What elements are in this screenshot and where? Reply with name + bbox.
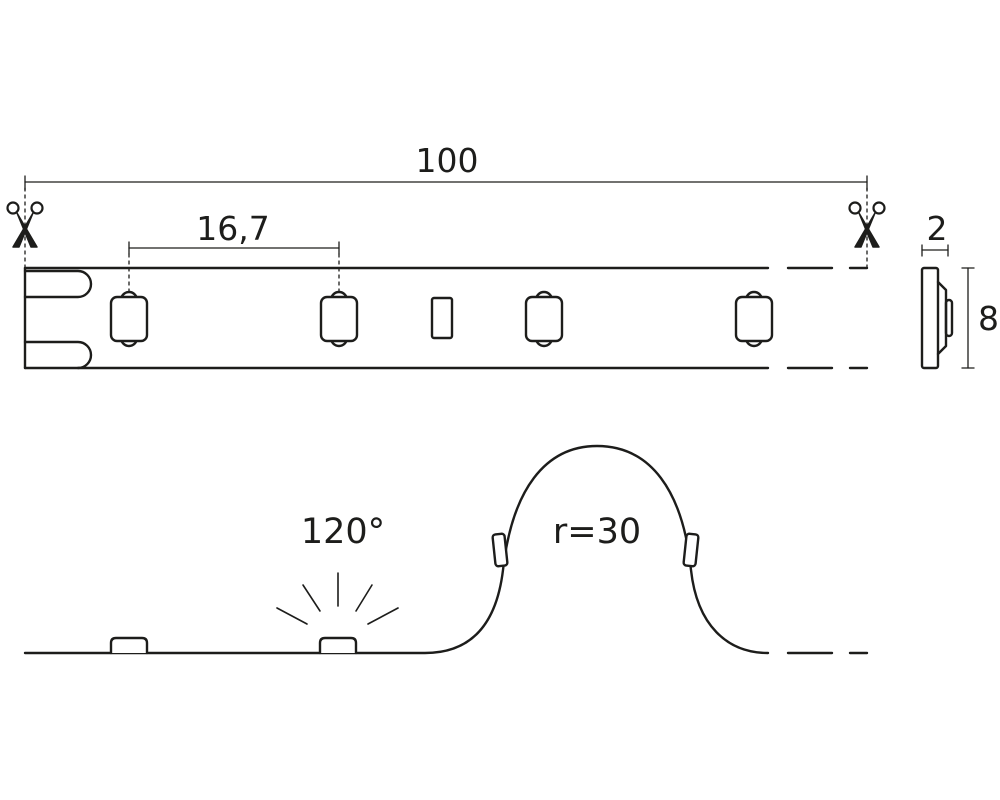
scissors-icon: [6, 201, 44, 248]
pitch-extension-lines: [128, 253, 340, 295]
led-side: [318, 636, 358, 655]
strip-bend-view: [23, 444, 869, 655]
width-label: 8: [978, 299, 999, 338]
pitch-dimension: [128, 241, 340, 255]
led-side-bent: [682, 532, 700, 568]
scissors-icon: [848, 201, 886, 248]
bend-radius-label: r=30: [552, 512, 642, 552]
led-top: [109, 290, 149, 348]
led-side-bent: [491, 532, 509, 568]
led-top: [734, 290, 774, 348]
width-dimension: [961, 267, 975, 369]
thickness-dimension: [921, 244, 949, 257]
length-label: 100: [415, 141, 479, 180]
thickness-label: 2: [926, 209, 948, 248]
led-top: [524, 290, 564, 348]
beam-angle-label: 120°: [300, 512, 386, 552]
led-top: [319, 290, 359, 348]
led-side: [109, 636, 149, 655]
strip-top-view: [23, 266, 869, 370]
strip-side-profile: [920, 266, 954, 370]
beam-rays: [276, 572, 399, 625]
resistor: [430, 296, 454, 340]
cut-mark-lines: [24, 187, 868, 269]
pitch-label: 16,7: [196, 209, 270, 248]
